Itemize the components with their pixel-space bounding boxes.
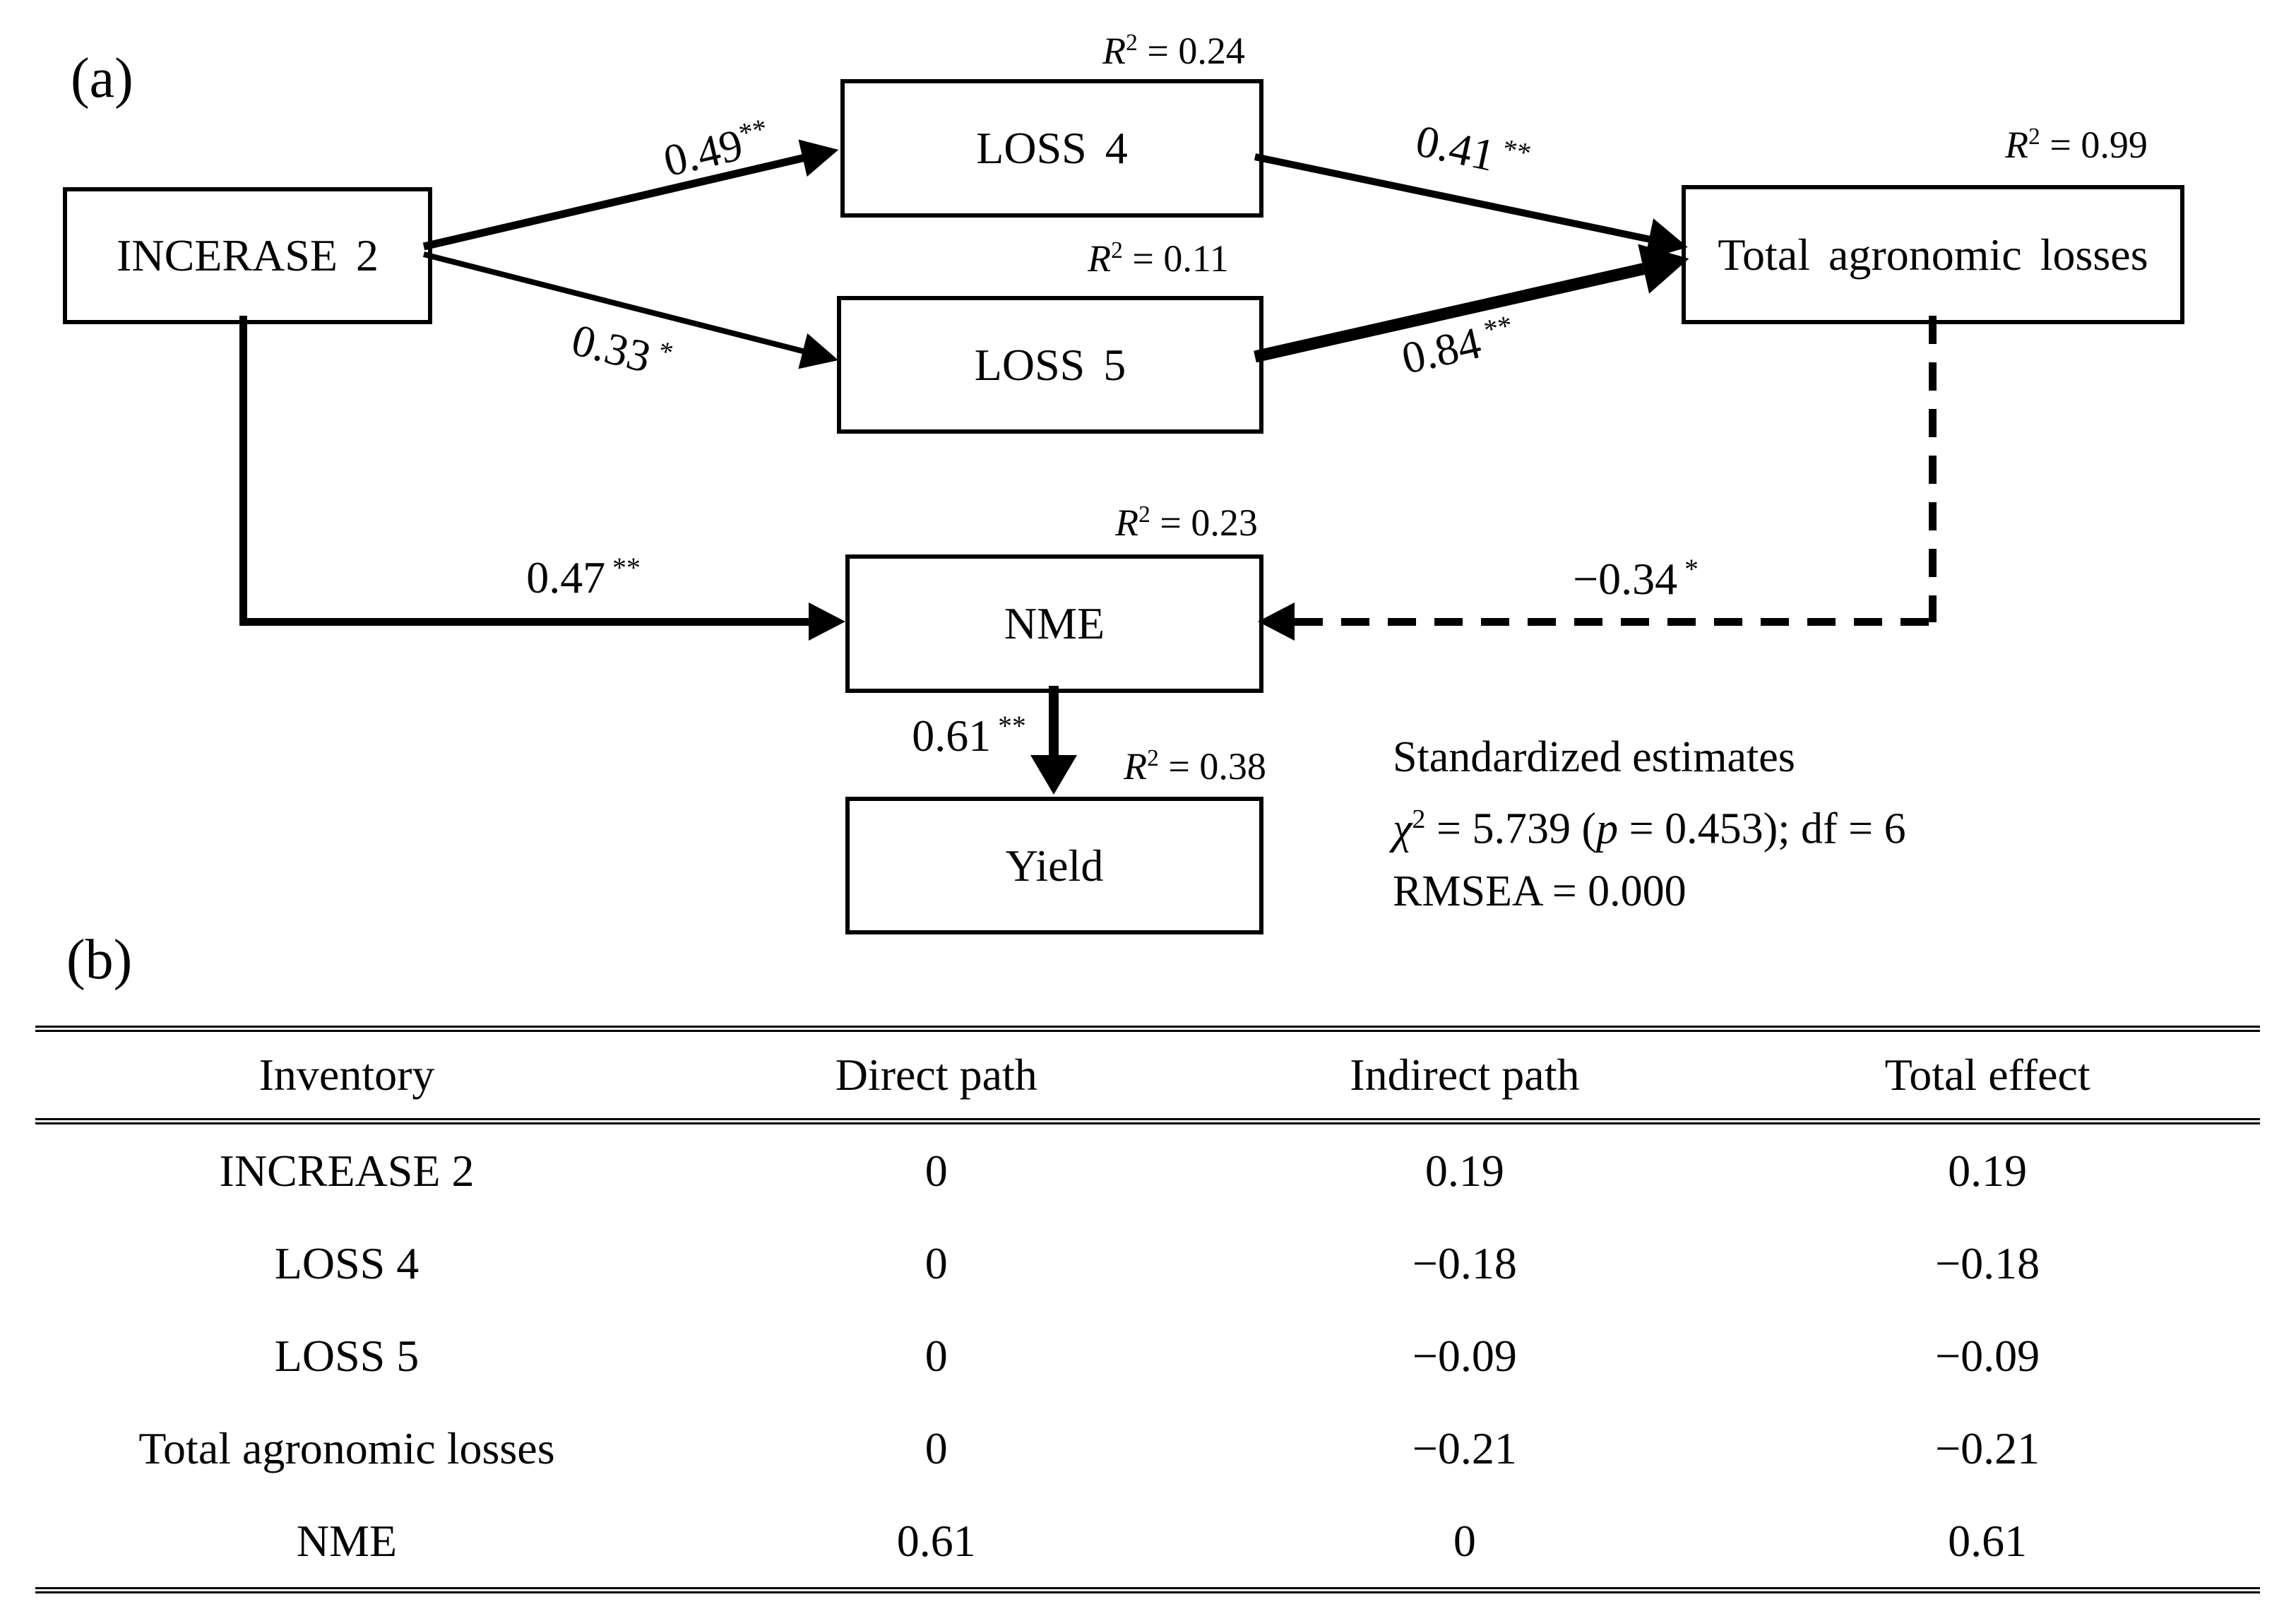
arrowhead-icon [1258,602,1295,641]
table-header-row: Inventory Direct path Indirect path Tota… [35,1032,2260,1118]
r2-total: R2 = 0.99 [2005,124,2148,166]
effects-table: Inventory Direct path Indirect path Tota… [35,1026,2260,1593]
node-increase2-label: INCERASE 2 [117,230,379,280]
cell-indirect: −0.21 [1412,1423,1517,1473]
dashed-path-total-nme-horizontal [1295,618,1929,626]
arrowhead-icon [809,602,845,641]
table-row: INCREASE 2 0 0.19 0.19 [35,1124,2260,1217]
r2-nme: R2 = 0.23 [1115,501,1258,544]
cell-direct: 0 [924,1423,948,1473]
node-increase2: INCERASE 2 [63,187,432,324]
cell-inventory: LOSS 5 [274,1330,420,1381]
coef-loss4-total: 0.41 ** [1411,115,1534,181]
stats-line-standardized: Standardized estimates [1393,733,1795,781]
arrowhead-icon [1030,755,1077,795]
table-rule-top [35,1026,2260,1032]
table-row: Total agronomic losses 0 −0.21 −0.21 [35,1402,2260,1495]
cell-inventory: INCREASE 2 [219,1145,475,1196]
cell-direct: 0.61 [896,1515,976,1566]
node-nme: NME [845,554,1263,693]
cell-indirect: 0 [1453,1515,1476,1566]
col-header-direct-path: Direct path [835,1050,1037,1100]
r2-loss5: R2 = 0.11 [1088,237,1229,280]
cell-indirect: 0.19 [1424,1145,1504,1196]
arrow-nme-yield-shaft [1049,686,1059,756]
node-total-agronomic-losses: Total agronomic losses [1682,185,2184,324]
node-yield-label: Yield [1005,840,1104,891]
table-rule-bottom [35,1587,2260,1593]
cell-indirect: −0.09 [1412,1330,1517,1381]
cell-total: 0.19 [1948,1145,2028,1196]
r2-yield: R2 = 0.38 [1124,745,1266,788]
node-loss5-label: LOSS 5 [974,339,1126,390]
cell-total: −0.21 [1935,1423,2040,1473]
cell-inventory: NME [296,1515,398,1566]
cell-direct: 0 [924,1330,948,1381]
arrowhead-icon [798,131,843,177]
cell-direct: 0 [924,1145,948,1196]
cell-inventory: Total agronomic losses [138,1423,555,1473]
cell-total: −0.18 [1935,1237,2040,1288]
coef-increase2-loss5: 0.33 * [566,314,677,383]
table-body: INCREASE 2 0 0.19 0.19 LOSS 4 0 −0.18 −0… [35,1124,2260,1587]
cell-total: 0.61 [1948,1515,2028,1566]
stats-line-rmsea: RMSEA = 0.000 [1393,867,1687,915]
panel-a-label: (a) [71,47,133,109]
stats-line-chi-square: χ2 = 5.739 (p = 0.453); df = 6 [1393,804,1906,853]
r2-loss4: R2 = 0.24 [1102,30,1245,72]
coef-increase2-loss4: 0.49** [658,112,771,186]
col-header-inventory: Inventory [258,1050,435,1100]
path-increase2-nme-horizontal [239,618,809,626]
cell-inventory: LOSS 4 [274,1237,420,1288]
panel-b-label: (b) [66,929,133,991]
cell-total: −0.09 [1935,1330,2040,1381]
col-header-indirect-path: Indirect path [1350,1050,1580,1100]
col-header-total-effect: Total effect [1884,1050,2090,1100]
node-loss4: LOSS 4 [840,79,1263,218]
node-loss5: LOSS 5 [837,296,1263,434]
table-row: NME 0.61 0 0.61 [35,1495,2260,1587]
node-nme-label: NME [1004,598,1105,648]
coef-total-nme: −0.34 * [1573,553,1699,605]
node-total-label: Total agronomic losses [1718,229,2148,280]
table-row: LOSS 4 0 −0.18 −0.18 [35,1217,2260,1310]
table-rule-mid [35,1118,2260,1124]
fit-statistics: Standardized estimates χ2 = 5.739 (p = 0… [1393,726,1906,922]
node-loss4-label: LOSS 4 [976,123,1128,173]
dashed-path-total-nme-vertical [1929,316,1937,622]
cell-direct: 0 [924,1237,948,1288]
coef-nme-yield: 0.61 ** [912,710,1026,761]
arrow-increase2-loss4 [422,131,843,251]
cell-indirect: −0.18 [1412,1237,1517,1288]
coef-increase2-nme: 0.47 ** [526,552,641,603]
node-yield: Yield [845,797,1263,934]
path-increase2-nme-vertical [239,316,247,626]
table-row: LOSS 5 0 −0.09 −0.09 [35,1310,2260,1402]
